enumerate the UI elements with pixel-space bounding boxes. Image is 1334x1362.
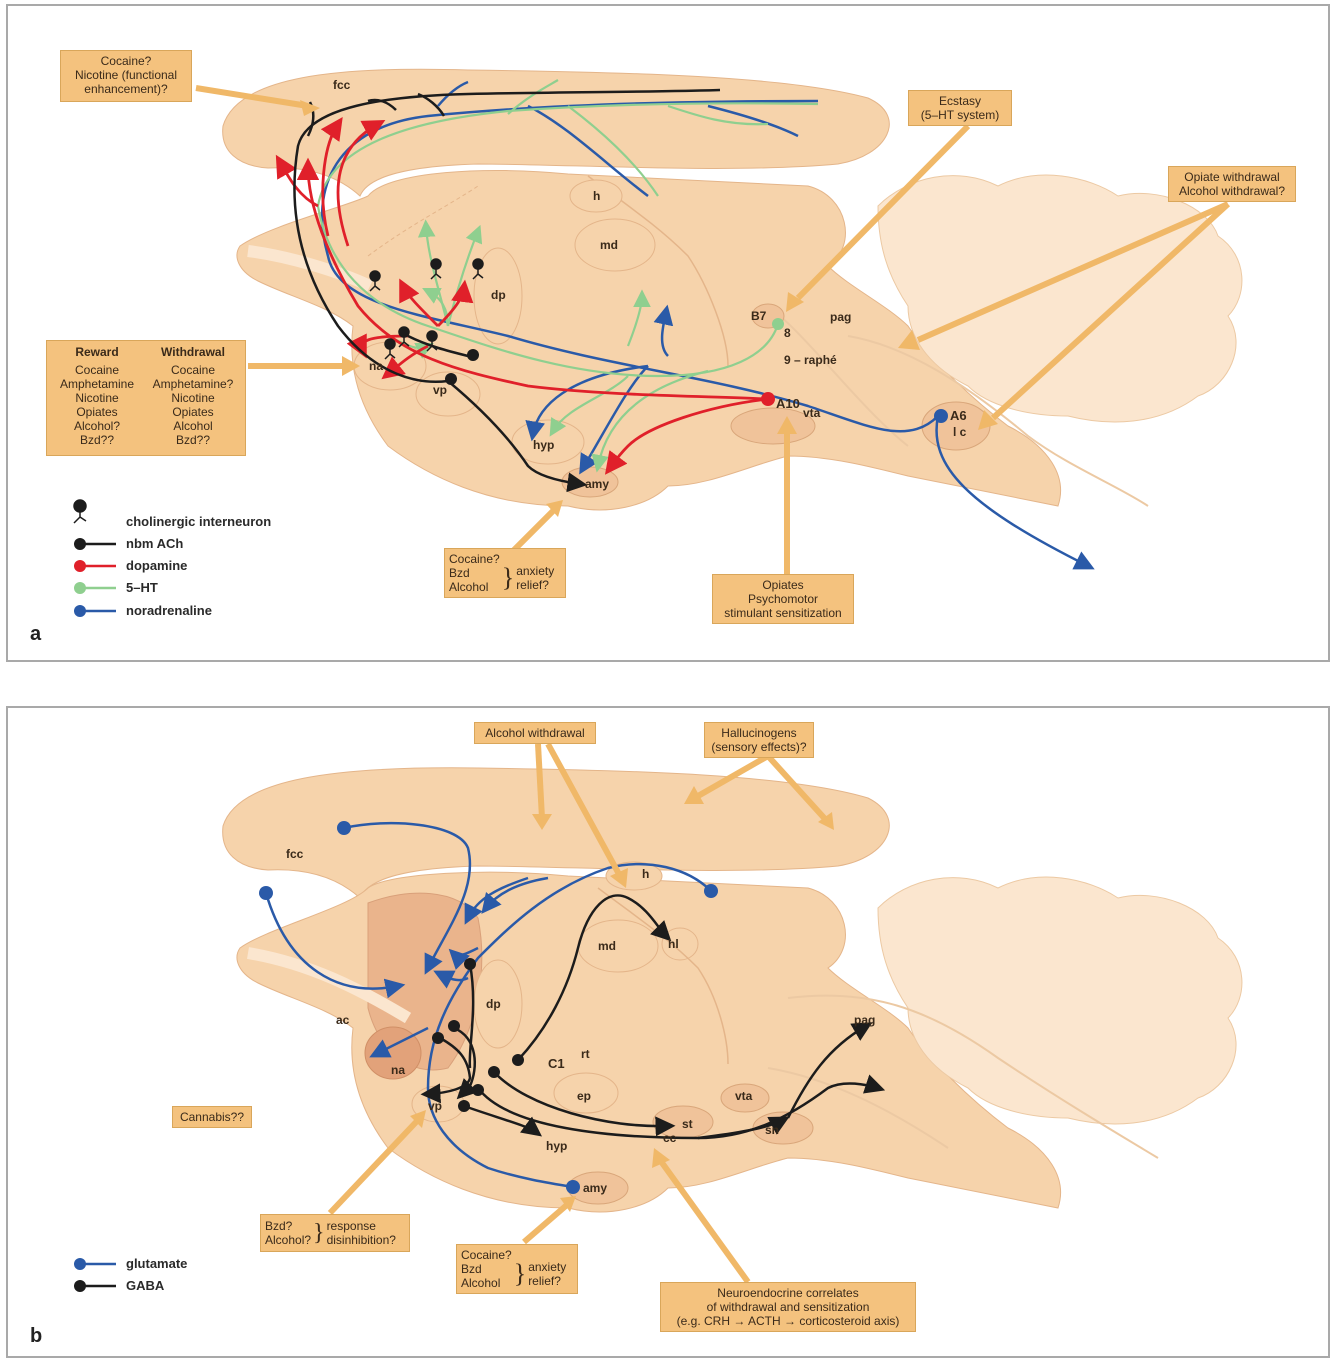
panel-b-diagram: fcc h md hl dp ac na vp rt C1 ep hyp st …: [8, 708, 1332, 1360]
legend-label-dopamine: dopamine: [126, 558, 187, 573]
label-a6: A6: [950, 408, 967, 423]
box-hallucinogens: Hallucinogens (sensory effects)?: [704, 722, 814, 758]
label-amy: amy: [585, 477, 609, 491]
panel-letter-a: a: [30, 623, 42, 645]
brain-silhouette-a: [223, 69, 1242, 510]
label-h: h: [593, 189, 600, 203]
label-vta-b: vta: [735, 1089, 753, 1103]
label-dp: dp: [491, 288, 506, 302]
noradrenaline-line-icon: [74, 605, 116, 617]
box-vp-disinhibition: Bzd? Alcohol? } response disinhibition?: [260, 1214, 410, 1252]
label-8: 8: [784, 326, 791, 340]
label-a10: A10: [776, 396, 800, 411]
label-raphe: 9 – raphé: [784, 353, 837, 367]
label-h-b: h: [642, 867, 649, 881]
legend-label-5ht: 5–HT: [126, 580, 158, 595]
label-na-b: na: [391, 1063, 405, 1077]
label-ep-b: ep: [577, 1089, 591, 1103]
label-vp-b: vp: [428, 1099, 442, 1113]
label-hyp: hyp: [533, 438, 554, 452]
dopamine-line-icon: [74, 560, 116, 572]
panel-b: fcc h md hl dp ac na vp rt C1 ep hyp st …: [6, 706, 1330, 1358]
label-cc-b: cc: [663, 1131, 677, 1145]
label-md-b: md: [598, 939, 616, 953]
withdrawal-header: Withdrawal: [147, 345, 239, 359]
legend-label-cholinergic: cholinergic interneuron: [126, 514, 271, 529]
label-amy-b: amy: [583, 1181, 607, 1195]
label-md: md: [600, 238, 618, 252]
label-dp-b: dp: [486, 997, 501, 1011]
panel-a-diagram: fcc h md dp na vp hyp amy B7 8 9 – raphé…: [8, 6, 1332, 664]
label-b7: B7: [751, 309, 767, 323]
label-pag-b: pag: [854, 1013, 875, 1027]
label-sn-b: sn: [765, 1123, 779, 1137]
label-st-b: st: [682, 1117, 693, 1131]
legend-label-nbm-ach: nbm ACh: [126, 536, 183, 551]
box-alcohol-withdrawal: Alcohol withdrawal: [474, 722, 596, 744]
box-reward-withdrawal: Reward Cocaine Amphetamine Nicotine Opia…: [46, 340, 246, 456]
label-pag: pag: [830, 310, 851, 324]
label-vta: vta: [803, 406, 821, 420]
label-na: na: [369, 359, 383, 373]
brain-silhouette-b: [223, 768, 1242, 1212]
cholinergic-interneuron-icon: [74, 500, 86, 523]
label-hyp-b: hyp: [546, 1139, 567, 1153]
box-neuroendocrine: Neuroendocrine correlates of withdrawal …: [660, 1282, 916, 1332]
panel-a: fcc h md dp na vp hyp amy B7 8 9 – raphé…: [6, 4, 1330, 662]
label-vp: vp: [433, 383, 447, 397]
legend-b: glutamate GABA: [74, 1256, 187, 1293]
legend-label-noradrenaline: noradrenaline: [126, 603, 212, 618]
box-opiates-sensitization: Opiates Psychomotor stimulant sensitizat…: [712, 574, 854, 624]
box-ecstasy: Ecstasy (5–HT system): [908, 90, 1012, 126]
box-amy-anxiety-b: Cocaine? Bzd Alcohol } anxiety relief?: [456, 1244, 578, 1294]
box-cocaine-nicotine: Cocaine? Nicotine (functional enhancemen…: [60, 50, 192, 102]
label-c1-b: C1: [548, 1056, 565, 1071]
label-hl-b: hl: [668, 937, 679, 951]
legend-a: cholinergic interneuron nbm ACh dopamine…: [74, 500, 271, 618]
legend-label-glutamate: glutamate: [126, 1256, 187, 1271]
label-rt-b: rt: [581, 1047, 590, 1061]
box-opiate-withdrawal: Opiate withdrawal Alcohol withdrawal?: [1168, 166, 1296, 202]
legend-label-gaba: GABA: [126, 1278, 165, 1293]
gaba-line-icon: [74, 1280, 116, 1292]
panel-letter-b: b: [30, 1325, 42, 1347]
serotonin-line-icon: [74, 582, 116, 594]
label-fcc-b: fcc: [286, 847, 304, 861]
box-amy-anxiety-a: Cocaine? Bzd Alcohol } anxiety relief?: [444, 548, 566, 598]
reward-header: Reward: [53, 345, 141, 359]
label-ac-b: ac: [336, 1013, 350, 1027]
glutamate-line-icon: [74, 1258, 116, 1270]
label-fcc: fcc: [333, 78, 351, 92]
label-lc: l c: [953, 425, 967, 439]
nbm-ach-line-icon: [74, 538, 116, 550]
box-cannabis: Cannabis??: [172, 1106, 252, 1128]
